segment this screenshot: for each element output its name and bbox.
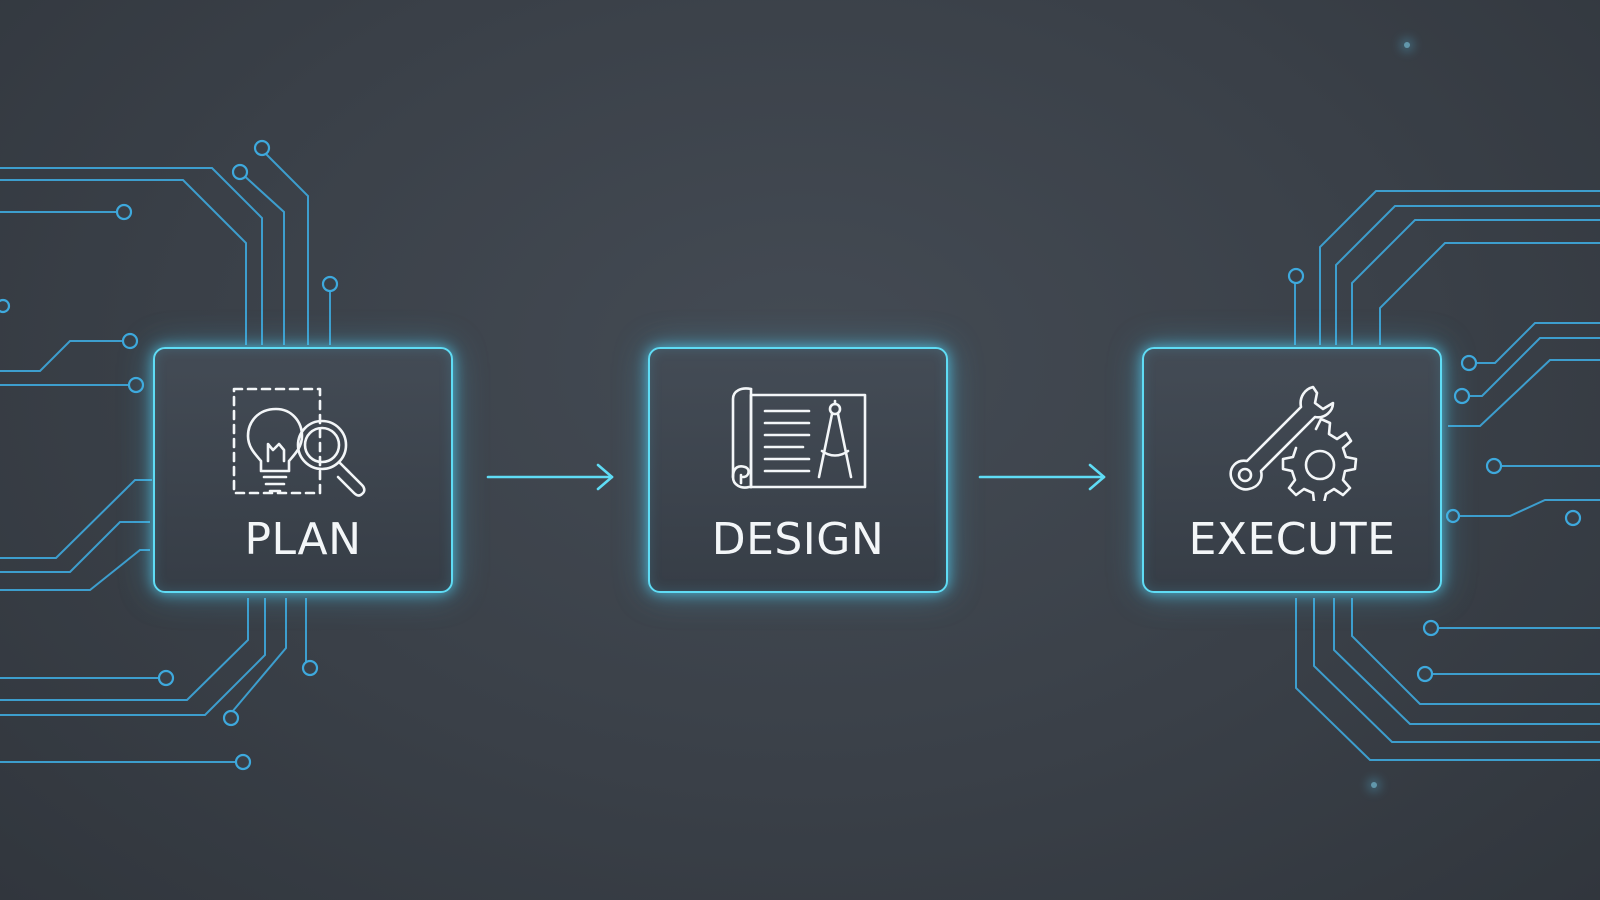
glow-dot <box>1371 782 1377 788</box>
arrow-right-icon <box>978 463 1106 491</box>
step-plan-box: PLAN <box>153 347 453 593</box>
step-label: DESIGN <box>711 514 885 565</box>
step-label: EXECUTE <box>1188 514 1396 565</box>
glow-dot <box>1404 42 1410 48</box>
step-execute-box: EXECUTE <box>1142 347 1442 593</box>
lightbulb-magnifier-icon <box>232 387 366 497</box>
step-design-box: DESIGN <box>648 347 948 593</box>
arrow-right-icon <box>486 463 614 491</box>
wrench-gear-icon <box>1229 385 1358 501</box>
blueprint-compass-icon <box>731 387 867 489</box>
step-label: PLAN <box>244 514 362 565</box>
